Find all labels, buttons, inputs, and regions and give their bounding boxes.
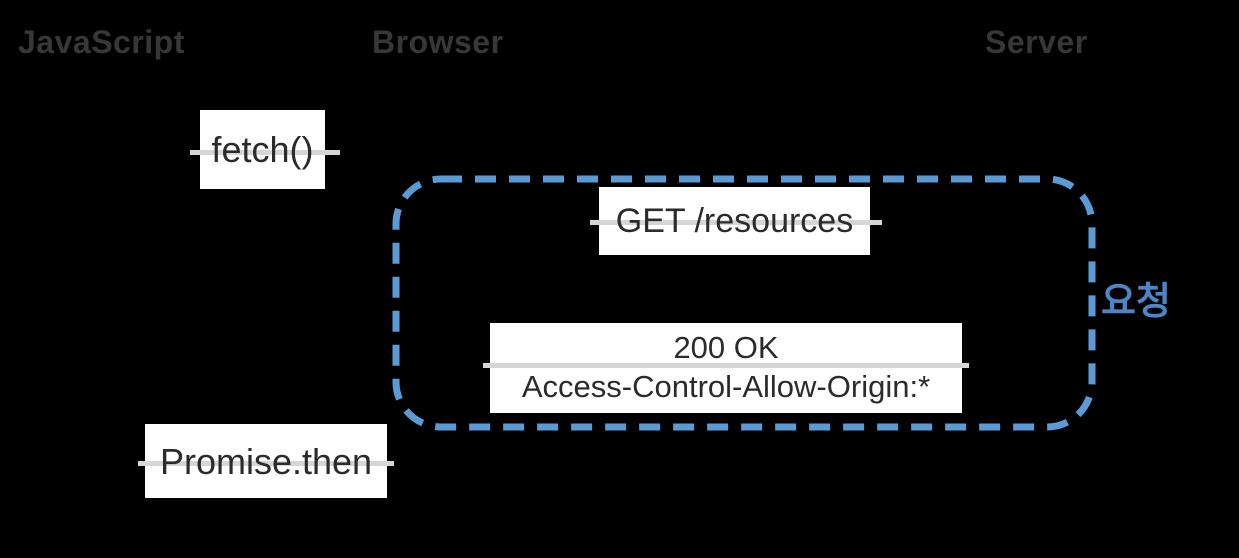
- actor-label-javascript: JavaScript: [18, 24, 185, 60]
- message-box-get-resources: GET /resources: [599, 187, 870, 255]
- message-box-promise-then: Promise.then: [145, 424, 387, 498]
- request-group-dashed-rect: [392, 175, 1096, 431]
- connector-line-fetch: [190, 150, 340, 155]
- message-label-fetch: fetch(): [211, 129, 314, 170]
- connector-line-get-resources: [590, 220, 882, 225]
- message-label-promise-then: Promise.then: [159, 440, 373, 482]
- message-label-get-resources: GET /resources: [615, 201, 854, 240]
- annotation-request-korean: 요청: [1101, 281, 1171, 323]
- message-label-response-header: Access-Control-Allow-Origin:*: [521, 369, 931, 404]
- request-group-outline: [392, 175, 1096, 431]
- actor-label-server: Server: [985, 24, 1088, 60]
- message-box-fetch: fetch(): [200, 110, 325, 189]
- message-label-response-status: 200 OK: [673, 330, 779, 366]
- connector-line-response: [483, 363, 969, 368]
- actor-label-browser: Browser: [372, 24, 504, 60]
- message-box-response: 200 OK Access-Control-Allow-Origin:*: [490, 323, 962, 413]
- connector-line-promise-then: [138, 461, 394, 466]
